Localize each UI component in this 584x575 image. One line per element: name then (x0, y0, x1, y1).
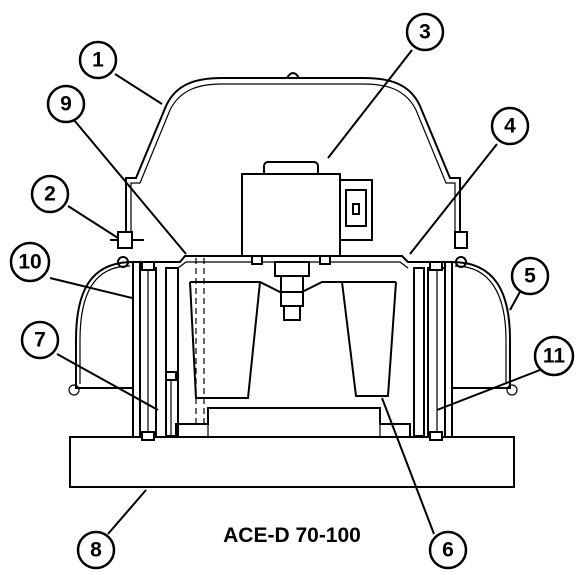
callout-8: 8 (76, 530, 116, 570)
hood-latch-left (110, 231, 144, 268)
callout-9: 9 (46, 84, 86, 124)
left-screen-hook (68, 384, 80, 396)
svg-text:3: 3 (419, 21, 431, 44)
motor (241, 161, 373, 257)
hood-latch-right (454, 231, 468, 268)
mounting-bolts (141, 255, 443, 441)
svg-text:8: 8 (90, 539, 102, 562)
left-side-wall (132, 261, 157, 438)
base-curb (69, 436, 515, 488)
left-inner-panel (165, 267, 179, 437)
svg-text:1: 1 (92, 49, 104, 72)
callout-3: 3 (405, 12, 445, 52)
hood-lift-knob (286, 72, 300, 79)
right-inner-panel (413, 267, 425, 437)
callout-1: 1 (78, 40, 118, 80)
svg-text:2: 2 (44, 183, 56, 206)
callout-6: 6 (428, 530, 468, 570)
callout-7: 7 (20, 320, 60, 360)
callout-11: 11 (533, 335, 575, 377)
svg-text:4: 4 (504, 115, 516, 138)
right-bird-screen (451, 261, 511, 389)
callout-10: 10 (9, 241, 51, 283)
diagram-title: ACE-D 70-100 (223, 524, 361, 547)
svg-text:10: 10 (18, 251, 41, 274)
left-bird-screen-inner (79, 265, 131, 384)
right-bird-screen-inner (454, 265, 507, 384)
callout-4: 4 (490, 106, 530, 146)
dashed-rod (186, 255, 214, 428)
svg-text:9: 9 (60, 93, 72, 116)
fan-wheel (175, 281, 411, 436)
svg-text:11: 11 (543, 345, 566, 368)
weather-hood-inner (130, 83, 456, 244)
right-side-wall (427, 261, 453, 438)
svg-text:5: 5 (524, 265, 536, 288)
callout-5: 5 (510, 256, 550, 296)
svg-text:7: 7 (34, 329, 46, 352)
svg-text:6: 6 (442, 539, 454, 562)
right-screen-hook (506, 384, 518, 396)
weather-hood (125, 77, 461, 244)
left-bird-screen (75, 261, 134, 389)
callout-2: 2 (30, 174, 70, 214)
leader-lines (49, 49, 541, 535)
damper-bracket (165, 371, 177, 436)
